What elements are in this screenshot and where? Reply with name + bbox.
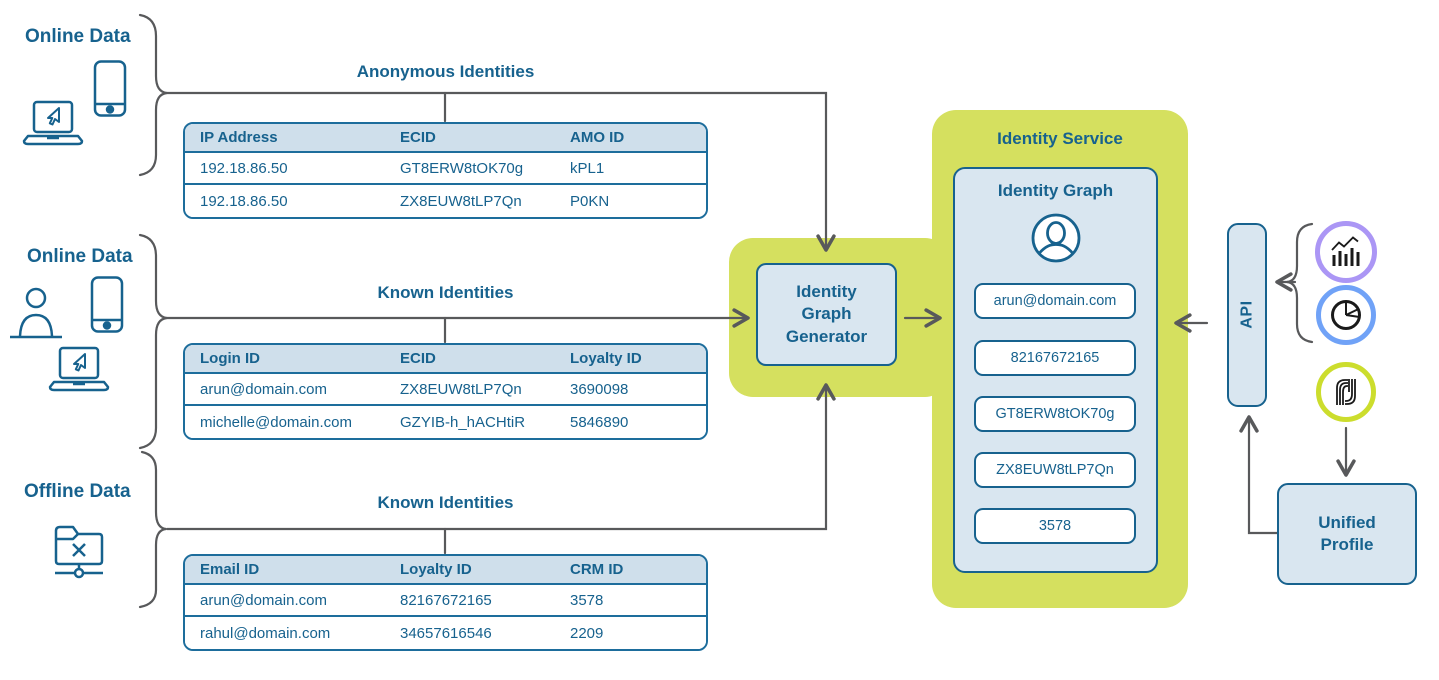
column-header: Loyalty ID: [570, 350, 642, 367]
section-title-known-1: Known Identities: [377, 283, 514, 302]
table-row: rahul@domain.com 34657616546 2209: [185, 617, 706, 649]
column-header: CRM ID: [570, 561, 624, 578]
table-row: arun@domain.com 82167672165 3578: [185, 585, 706, 617]
unified-profile-label: Unified Profile: [1318, 512, 1376, 554]
table-cell: 192.18.86.50: [200, 192, 288, 210]
smartphone-icon: [90, 276, 124, 339]
source-label-offline-data: Offline Data: [24, 481, 131, 502]
laptop-cursor-icon: [46, 346, 112, 399]
identity-graph-generator-box: Identity Graph Generator: [756, 263, 897, 366]
column-header: Email ID: [200, 561, 260, 578]
table-header-row: IP Address ECID AMO ID: [185, 124, 706, 153]
table-known-identities-online: Login ID ECID Loyalty ID arun@domain.com…: [183, 343, 708, 440]
identity-graph-title: Identity Graph: [997, 181, 1114, 200]
column-header: AMO ID: [570, 129, 625, 146]
column-header: ECID: [400, 350, 436, 367]
offline-folder-icon: [53, 521, 105, 586]
unified-profile-service-icon: [1316, 362, 1376, 422]
source-label-online-data-1: Online Data: [25, 26, 131, 47]
column-header: Login ID: [200, 350, 260, 367]
table-cell: 82167672165: [400, 591, 492, 609]
table-header-row: Login ID ECID Loyalty ID: [185, 345, 706, 374]
curly-brace-offline: [138, 450, 167, 609]
column-header: Loyalty ID: [400, 561, 472, 578]
section-title-known-2: Known Identities: [377, 493, 514, 512]
table-row: arun@domain.com ZX8EUW8tLP7Qn 3690098: [185, 374, 706, 406]
curly-brace-online-2: [138, 233, 168, 450]
flow-profile-to-api: [1239, 415, 1279, 535]
table-cell: 5846890: [570, 413, 629, 431]
table-cell: P0KN: [570, 192, 610, 210]
table-cell: michelle@domain.com: [200, 413, 352, 431]
table-cell: GT8ERW8tOK70g: [400, 159, 524, 177]
identity-pill-crm: 3578: [974, 508, 1136, 544]
table-cell: 2209: [570, 624, 604, 642]
source-label-online-data-2: Online Data: [27, 246, 133, 267]
table-row: 192.18.86.50 GT8ERW8tOK70g kPL1: [185, 153, 706, 185]
flow-anonymous-to-generator: [165, 91, 836, 252]
api-box: API: [1227, 223, 1267, 407]
column-header: ECID: [400, 129, 436, 146]
table-cell: ZX8EUW8tLP7Qn: [400, 380, 522, 398]
table-cell: 3690098: [570, 380, 629, 398]
table-row: michelle@domain.com GZYIB-h_hACHtiR 5846…: [185, 406, 706, 438]
table-cell: arun@domain.com: [200, 380, 327, 398]
identity-pill-ecid-1: GT8ERW8tOK70g: [974, 396, 1136, 432]
table-cell: 3578: [570, 591, 604, 609]
profile-avatar-icon: [1029, 213, 1083, 270]
table-header-row: Email ID Loyalty ID CRM ID: [185, 556, 706, 585]
table-row: 192.18.86.50 ZX8EUW8tLP7Qn P0KN: [185, 185, 706, 217]
api-label: API: [1238, 300, 1256, 330]
table-known-identities-offline: Email ID Loyalty ID CRM ID arun@domain.c…: [183, 554, 708, 651]
column-header: IP Address: [200, 129, 278, 146]
pie-chart-icon: [1316, 285, 1376, 345]
table-cell: GZYIB-h_hACHtiR: [400, 413, 526, 431]
identity-pill-email: arun@domain.com: [974, 283, 1136, 319]
curly-brace-online-1: [138, 13, 168, 177]
table-cell: rahul@domain.com: [200, 624, 331, 642]
table-anonymous-identities: IP Address ECID AMO ID 192.18.86.50 GT8E…: [183, 122, 708, 219]
person-icon: [8, 286, 64, 349]
smartphone-icon: [93, 60, 127, 123]
table-cell: 34657616546: [400, 624, 492, 642]
flow-known2-to-generator: [165, 383, 836, 531]
identity-pill-loyalty: 82167672165: [974, 340, 1136, 376]
table-cell: ZX8EUW8tLP7Qn: [400, 192, 522, 210]
analytics-bar-chart-icon: [1315, 221, 1377, 283]
section-title-anonymous: Anonymous Identities: [356, 62, 535, 81]
unified-profile-box: Unified Profile: [1277, 483, 1417, 585]
table-cell: arun@domain.com: [200, 591, 327, 609]
generator-label: Identity Graph Generator: [785, 281, 868, 346]
table-cell: 192.18.86.50: [200, 159, 288, 177]
identity-graph-box: Identity Graph arun@domain.com 821676721…: [953, 167, 1158, 573]
table-cell: kPL1: [570, 159, 605, 177]
laptop-cursor-icon: [20, 100, 86, 153]
identity-pill-ecid-2: ZX8EUW8tLP7Qn: [974, 452, 1136, 488]
identity-service-title: Identity Service: [997, 129, 1123, 148]
